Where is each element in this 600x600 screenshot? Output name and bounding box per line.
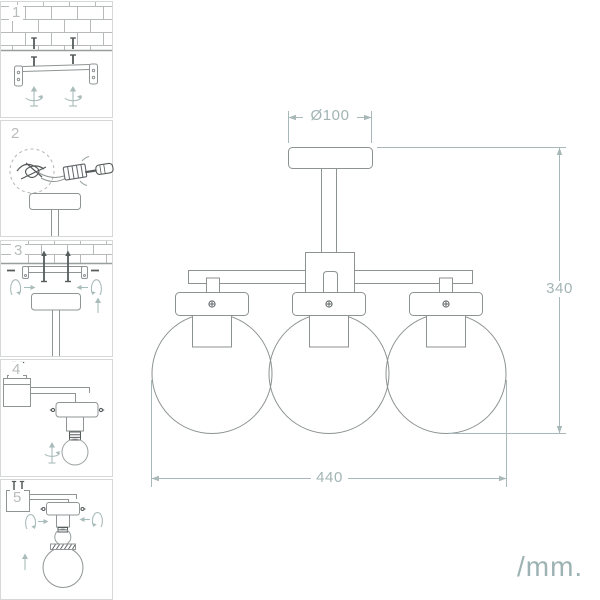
- installation-steps-sidebar: 1 2 3 4 5: [0, 0, 115, 600]
- rotate-icon-right: [82, 512, 103, 528]
- wall-anchor-icon: [31, 37, 76, 49]
- canopy-diameter-label: Ø100: [303, 108, 357, 124]
- hub-slot: [323, 271, 338, 293]
- step-1-drawing: [1, 2, 112, 107]
- mounted-bracket: [22, 266, 88, 279]
- overall-width-label: 440: [311, 470, 348, 486]
- terminal-block-icon: [62, 163, 88, 181]
- left-lamp-stem: [206, 277, 220, 294]
- right-lamp-stem: [439, 277, 453, 294]
- screwdriver-icon: [85, 162, 114, 175]
- canopy-box: [3, 375, 31, 407]
- dimension-lines: [151, 111, 566, 487]
- right-neck: [426, 315, 466, 348]
- lamp-holder: [55, 402, 99, 418]
- step-3-drawing: [1, 241, 112, 356]
- screw-icon: [325, 300, 333, 308]
- bulb-glass: [61, 438, 89, 466]
- canopy: [31, 293, 81, 311]
- step-4-number: 4: [9, 362, 24, 378]
- through-screw-icon: [41, 255, 71, 283]
- left-neck: [192, 315, 232, 348]
- step-5-number: 5: [10, 490, 25, 506]
- fixture-outline: [188, 147, 473, 294]
- step-3-number: 3: [11, 243, 26, 259]
- stem: [52, 310, 60, 356]
- step-3-panel: [0, 240, 113, 357]
- screw-icon: [442, 300, 450, 308]
- wires: [38, 172, 67, 182]
- socket: [66, 416, 84, 432]
- overall-height-label: 340: [541, 281, 578, 297]
- glass-globe: [42, 547, 84, 588]
- holder-side-screws: [40, 506, 86, 512]
- globe-collar: [50, 543, 76, 550]
- downrod-stem: [321, 159, 337, 256]
- units-label: /mm.: [517, 551, 584, 582]
- arm: [29, 494, 77, 503]
- stem: [51, 209, 59, 236]
- up-arrowhead: [95, 297, 101, 303]
- step-2-panel: [0, 120, 114, 237]
- step-1-number: 1: [9, 5, 24, 21]
- mounting-bracket: [14, 63, 98, 87]
- lamp-holder: [46, 502, 80, 516]
- wire-twist-icon: [16, 162, 47, 180]
- rotate-arrowheads: [31, 517, 97, 529]
- ceiling-screw-marks: [11, 480, 25, 490]
- bulb-turn-icon: [44, 445, 60, 464]
- rotate-icon-right: [79, 279, 102, 296]
- bulb-threads: [69, 431, 81, 441]
- canopy: [29, 193, 81, 210]
- rotate-icon-left: [10, 279, 33, 296]
- width-extension-lines: [151, 380, 507, 487]
- rotate-arrowheads: [16, 285, 96, 295]
- up-arrowhead: [22, 553, 28, 559]
- cap-screws: [208, 300, 450, 308]
- arm: [30, 387, 90, 403]
- height-extension-lines: [377, 147, 566, 434]
- step-4-panel: [0, 359, 113, 477]
- screw-icon: [208, 300, 216, 308]
- dimension-arrowheads: [151, 114, 563, 482]
- detail-dashed-circle: [9, 148, 55, 194]
- holder-side-screws: [49, 407, 105, 413]
- screw-turn-icon: [25, 89, 82, 107]
- through-screw-arrowheads: [41, 250, 71, 256]
- step-2-drawing: [9, 148, 114, 236]
- socket: [56, 514, 70, 528]
- brick-ceiling: [1, 2, 112, 50]
- step-2-number: 2: [8, 126, 23, 142]
- turn-marks: [79, 156, 90, 186]
- screw-turn-arrowheads: [30, 86, 82, 99]
- bulb-turn-arrowheads: [49, 442, 60, 455]
- ceiling-canopy: [288, 147, 373, 169]
- bracket-screw-icon: [31, 54, 76, 66]
- middle-neck: [309, 315, 349, 348]
- dia-extension-lines: [288, 111, 372, 143]
- rotate-icon-left: [25, 514, 46, 530]
